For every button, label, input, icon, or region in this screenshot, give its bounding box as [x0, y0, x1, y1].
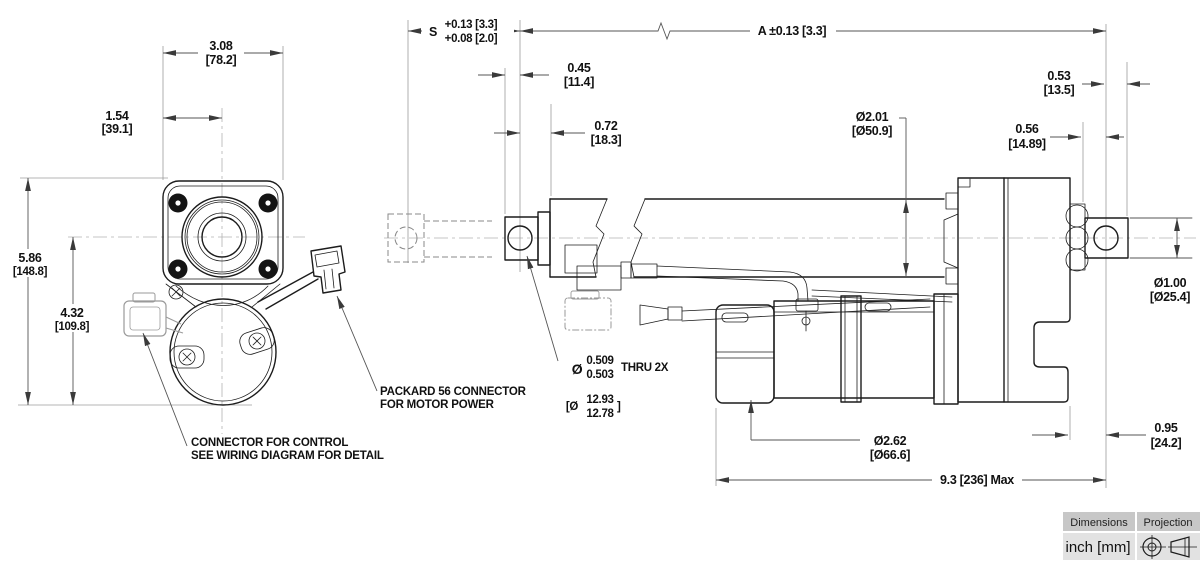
gear-housing: [943, 177, 1071, 403]
legend-units-cell: [1063, 533, 1135, 560]
dim-hole-dia-lo: 0.503: [586, 369, 613, 381]
dim-hole-to-face-in: 0.45: [567, 61, 590, 75]
dim-motor-dia-mm: [Ø66.6]: [870, 448, 910, 462]
motor-assembly: [715, 293, 959, 405]
dim-hole-mm-open: [Ø: [566, 401, 579, 413]
dim-motor-dia-in: Ø2.62: [874, 434, 907, 448]
break-line: [592, 198, 608, 278]
dim-rear-face-to-center-in: 0.56: [1015, 122, 1038, 136]
dimension-text: 3.08 [78.2] 1.54 [39.1] 5.86 [148.8] 4.3…: [13, 19, 1191, 487]
note-control-line1: CONNECTOR FOR CONTROL: [191, 437, 348, 449]
control-connector-icon: [123, 292, 184, 337]
legend-symbol-cell: [1137, 533, 1200, 560]
control-cable: [564, 290, 931, 331]
front-bore: [181, 196, 263, 278]
centerlines: [68, 108, 1196, 434]
dim-center-offset-in: 1.54: [105, 109, 128, 123]
dim-overall-height-mm: [148.8]: [13, 266, 48, 278]
motor-strap: [165, 283, 281, 308]
legend-col-projection: Projection: [1144, 517, 1193, 529]
dim-housing-to-center-mm: [24.2]: [1151, 436, 1182, 450]
dim-hole-to-tube-mm: [18.3]: [591, 133, 622, 147]
dim-hole-mm-lo: 12.78: [586, 408, 614, 420]
legend-header-dimensions-cell: [1063, 512, 1135, 531]
legend-units: inch [mm]: [1065, 539, 1130, 556]
dim-hole-dia-symbol: Ø: [572, 361, 583, 377]
dim-rear-center-to-end-mm: [13.5]: [1044, 83, 1075, 97]
notes: PACKARD 56 CONNECTOR FOR MOTOR POWER CON…: [191, 386, 527, 462]
note-packard-line1: PACKARD 56 CONNECTOR: [380, 386, 527, 398]
motor-power-cable: [564, 244, 953, 332]
side-view: [387, 177, 1129, 405]
note-control-line2: SEE WIRING DIAGRAM FOR DETAIL: [191, 450, 384, 462]
dim-hole-dia-hi: 0.509: [586, 355, 613, 367]
dim-hole-to-face-mm: [11.4]: [564, 75, 594, 89]
dim-hole-mm-hi: 12.93: [586, 394, 613, 406]
dim-hole-to-tube-in: 0.72: [594, 119, 617, 133]
dim-rear-face-to-center-mm: [14.89]: [1008, 137, 1046, 151]
legend-header-projection-cell: [1137, 512, 1200, 531]
break-line: [630, 198, 646, 278]
legend-table: Dimensions Projection inch [mm]: [1063, 512, 1200, 560]
note-leaders: [142, 255, 559, 447]
front-view: [123, 180, 346, 406]
dim-tube-dia-mm: [Ø50.9]: [852, 124, 892, 138]
phantom-extended-rod-end: [387, 213, 492, 263]
dim-stroke-letter: S: [429, 25, 437, 39]
dim-center-offset-mm: [39.1]: [102, 122, 133, 136]
dim-housing-to-center-in: 0.95: [1154, 421, 1177, 435]
dim-retracted-length: A ±0.13 [3.3]: [758, 24, 827, 38]
extension-lines: [18, 20, 1193, 488]
text-backgrounds: [8, 14, 1022, 489]
rear-clevis: [1065, 203, 1129, 272]
legend-col-dimensions: Dimensions: [1070, 517, 1128, 529]
packard-connector-icon: [257, 245, 346, 310]
dim-center-height-in: 4.32: [60, 306, 83, 320]
mounting-flange: [162, 180, 284, 285]
dim-overall-height-in: 5.86: [18, 251, 41, 265]
third-angle-projection-icon: [1140, 535, 1197, 559]
dim-rear-center-to-end-in: 0.53: [1047, 69, 1070, 83]
dim-center-height-mm: [109.8]: [55, 321, 90, 333]
dim-tube-dia-in: Ø2.01: [856, 110, 889, 124]
dim-flange-width-mm: [78.2]: [206, 53, 237, 67]
dim-stroke-tol-upper: +0.13 [3.3]: [445, 19, 498, 31]
dim-flange-width-in: 3.08: [209, 39, 232, 53]
motor-front-face: [169, 298, 277, 406]
dim-rod-dia-mm: [Ø25.4]: [1150, 290, 1190, 304]
dim-max-length: 9.3 [236] Max: [940, 473, 1014, 487]
dim-hole-thru: THRU 2X: [621, 362, 669, 374]
note-packard-line2: FOR MOTOR POWER: [380, 399, 495, 411]
dim-rod-dia-in: Ø1.00: [1154, 276, 1187, 290]
dim-stroke-tol-lower: +0.08 [2.0]: [445, 33, 498, 45]
dim-hole-mm-close: ]: [617, 401, 621, 413]
